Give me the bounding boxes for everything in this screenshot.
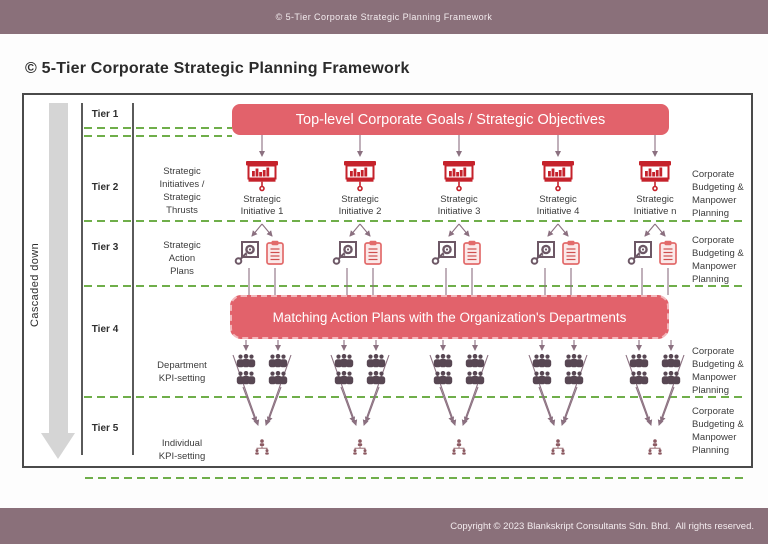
budgeting-label-tier5: Corporate Budgeting & Manpower Planning [692, 406, 744, 456]
budgeting-label-dept: Corporate Budgeting & Manpower Planning [692, 346, 744, 396]
initiative-label: Strategic Initiative n [633, 194, 677, 217]
row-label-strategic-action-plans: Strategic Action Plans [163, 240, 201, 277]
presentation-chart-icon [344, 161, 376, 192]
tier-label-4: Tier 4 [91, 324, 119, 335]
team-group-icon [366, 354, 386, 368]
tier-label-3: Tier 3 [91, 242, 119, 253]
initiative-label: Strategic Initiative 2 [338, 194, 382, 217]
team-group-icon [366, 371, 386, 385]
checklist-clipboard-icon [463, 240, 481, 265]
initiative-column: Strategic Initiative n [606, 95, 704, 466]
tier4-5-dashline [84, 396, 746, 398]
team-group-icon [268, 371, 288, 385]
diagram-canvas: Cascaded down Tier 1 Tier 2 Tier 3 Tier … [24, 95, 751, 466]
target-actions-icon [530, 241, 555, 265]
target-actions-icon [332, 241, 357, 265]
row-label-strategic-initiatives: Strategic Initiatives / Strategic Thrust… [159, 166, 205, 216]
page-title: © 5-Tier Corporate Strategic Planning Fr… [25, 60, 410, 77]
top-bar-title: © 5-Tier Corporate Strategic Planning Fr… [275, 12, 493, 22]
tier-label-1: Tier 1 [91, 109, 119, 120]
target-actions-icon [627, 241, 652, 265]
team-group-icon [433, 354, 453, 368]
org-chart-icon [255, 439, 269, 455]
tier3-4-dashline [84, 285, 746, 287]
team-group-icon [433, 371, 453, 385]
connector-lines [330, 135, 390, 426]
team-group-icon [564, 371, 584, 385]
cascade-down-arrowhead-icon [41, 433, 75, 459]
checklist-clipboard-icon [364, 240, 382, 265]
tier1-dashline-b [84, 135, 232, 137]
team-group-icon [532, 354, 552, 368]
presentation-chart-icon [542, 161, 574, 192]
initiative-label: Strategic Initiative 1 [240, 194, 284, 217]
team-group-icon [661, 354, 681, 368]
initiative-column: Strategic Initiative 2 [311, 95, 409, 466]
tier2-3-dashline [84, 220, 746, 222]
team-group-icon [236, 371, 256, 385]
budgeting-label-tier3: Corporate Budgeting & Manpower Planning [692, 235, 744, 285]
initiative-column: Strategic Initiative 3 [410, 95, 508, 466]
tier-column-divider-right [132, 103, 134, 455]
team-group-icon [661, 371, 681, 385]
below-frame-dashline [85, 477, 745, 479]
team-group-icon [334, 354, 354, 368]
connector-lines [625, 135, 685, 426]
initiative-column: Strategic Initiative 4 [509, 95, 607, 466]
presentation-chart-icon [246, 161, 278, 192]
target-actions-icon [431, 241, 456, 265]
org-chart-icon [353, 439, 367, 455]
team-group-icon [268, 354, 288, 368]
initiative-label: Strategic Initiative 4 [536, 194, 580, 217]
target-actions-icon [234, 241, 259, 265]
checklist-clipboard-icon [266, 240, 284, 265]
footer-copyright: Copyright © 2023 Blankskript Consultants… [450, 520, 754, 532]
presentation-chart-icon [443, 161, 475, 192]
initiative-label: Strategic Initiative 3 [437, 194, 481, 217]
team-group-icon [465, 354, 485, 368]
row-label-individual-kpi: Individual KPI-setting [158, 438, 206, 462]
team-group-icon [532, 371, 552, 385]
top-goals-banner-text: Top-level Corporate Goals / Strategic Ob… [295, 111, 606, 128]
checklist-clipboard-icon [562, 240, 580, 265]
cascade-down-arrow-icon [49, 103, 68, 433]
team-group-icon [236, 354, 256, 368]
tier1-dashline-a [84, 127, 232, 129]
tier-label-2: Tier 2 [91, 182, 119, 193]
budgeting-label-tier2: Corporate Budgeting & Manpower Planning [692, 169, 744, 219]
tier-label-5: Tier 5 [91, 423, 119, 434]
presentation-chart-icon [639, 161, 671, 192]
team-group-icon [465, 371, 485, 385]
org-chart-icon [551, 439, 565, 455]
team-group-icon [629, 371, 649, 385]
org-chart-icon [452, 439, 466, 455]
matching-banner-text: Matching Action Plans with the Organizat… [272, 309, 627, 325]
connector-lines [232, 135, 292, 426]
matching-action-plans-banner: Matching Action Plans with the Organizat… [230, 295, 669, 339]
connector-lines [528, 135, 588, 426]
team-group-icon [564, 354, 584, 368]
team-group-icon [334, 371, 354, 385]
top-goals-banner: Top-level Corporate Goals / Strategic Ob… [232, 104, 669, 135]
checklist-clipboard-icon [659, 240, 677, 265]
initiative-column: Strategic Initiative 1 [213, 95, 311, 466]
footer-bar: Copyright © 2023 Blankskript Consultants… [0, 508, 768, 544]
team-group-icon [629, 354, 649, 368]
org-chart-icon [648, 439, 662, 455]
connector-lines [429, 135, 489, 426]
diagram-frame: Cascaded down Tier 1 Tier 2 Tier 3 Tier … [22, 93, 753, 468]
row-label-department-kpi: Department KPI-setting [157, 360, 207, 384]
top-header-bar: © 5-Tier Corporate Strategic Planning Fr… [0, 0, 768, 34]
cascade-label: Cascaded down [29, 242, 41, 327]
tier-column-divider-left [81, 103, 83, 455]
